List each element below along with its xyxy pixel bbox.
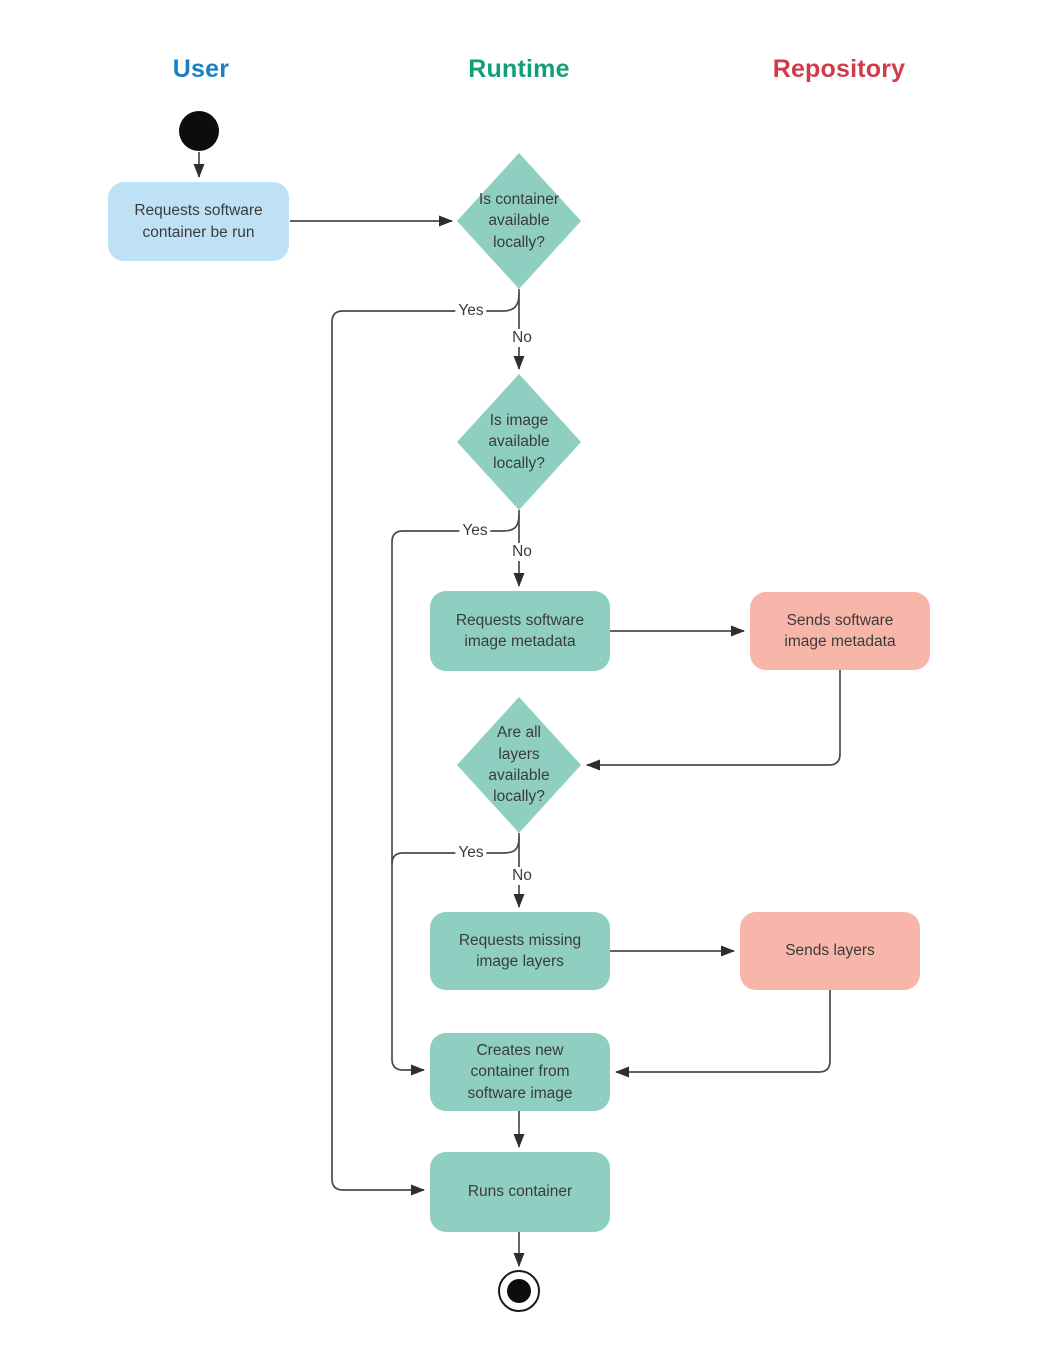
node-sends-image-metadata: Sends software image metadata <box>750 592 930 670</box>
edge-label-container-yes: Yes <box>455 302 487 320</box>
edge-decision-container-yes-to-runs <box>331 293 520 1196</box>
edge-sends-layers-to-creates <box>615 990 831 1078</box>
node-decision-container-available-label: Is container available locally? <box>478 190 560 251</box>
node-runs-container-label: Runs container <box>467 1183 573 1201</box>
node-sends-layers-label: Sends layers <box>785 942 875 960</box>
node-request-image-metadata: Requests software image metadata <box>430 591 610 671</box>
node-creates-container: Creates new container from software imag… <box>430 1033 610 1111</box>
edge-label-layers-yes: Yes <box>455 844 487 862</box>
node-user-request: Requests software container be run <box>108 182 289 261</box>
edge-decision-image-yes-to-creates <box>391 514 520 1076</box>
lane-header-repository: Repository <box>772 55 906 83</box>
node-creates-container-label: Creates new container from software imag… <box>467 1041 573 1102</box>
end-node <box>498 1270 540 1312</box>
node-user-request-label: Requests software container be run <box>134 202 263 241</box>
node-runs-container: Runs container <box>430 1152 610 1232</box>
node-request-missing-layers-label: Requests missing image layers <box>458 931 582 970</box>
node-sends-image-metadata-label: Sends software image metadata <box>784 611 896 650</box>
lane-header-user: User <box>172 55 230 83</box>
node-request-missing-layers: Requests missing image layers <box>430 912 610 990</box>
edge-label-image-yes: Yes <box>459 522 491 540</box>
lane-header-runtime: Runtime <box>468 55 570 83</box>
node-decision-image-available: Is image available locally? <box>457 374 581 510</box>
node-sends-layers: Sends layers <box>740 912 920 990</box>
node-decision-container-available: Is container available locally? <box>457 153 581 289</box>
node-decision-image-available-label: Is image available locally? <box>488 411 550 472</box>
edge-label-image-no: No <box>509 543 535 561</box>
end-node-inner-dot <box>507 1279 531 1303</box>
edge-sends-metadata-to-decision-layers <box>586 670 841 771</box>
node-request-image-metadata-label: Requests software image metadata <box>455 611 585 650</box>
edge-decision-layers-yes-merge <box>391 837 520 865</box>
start-node <box>179 111 219 151</box>
node-decision-layers-available: Are all layers available locally? <box>457 697 581 833</box>
edge-label-container-no: No <box>509 329 535 347</box>
node-decision-layers-available-label: Are all layers available locally? <box>488 724 550 806</box>
edge-label-layers-no: No <box>509 867 535 885</box>
